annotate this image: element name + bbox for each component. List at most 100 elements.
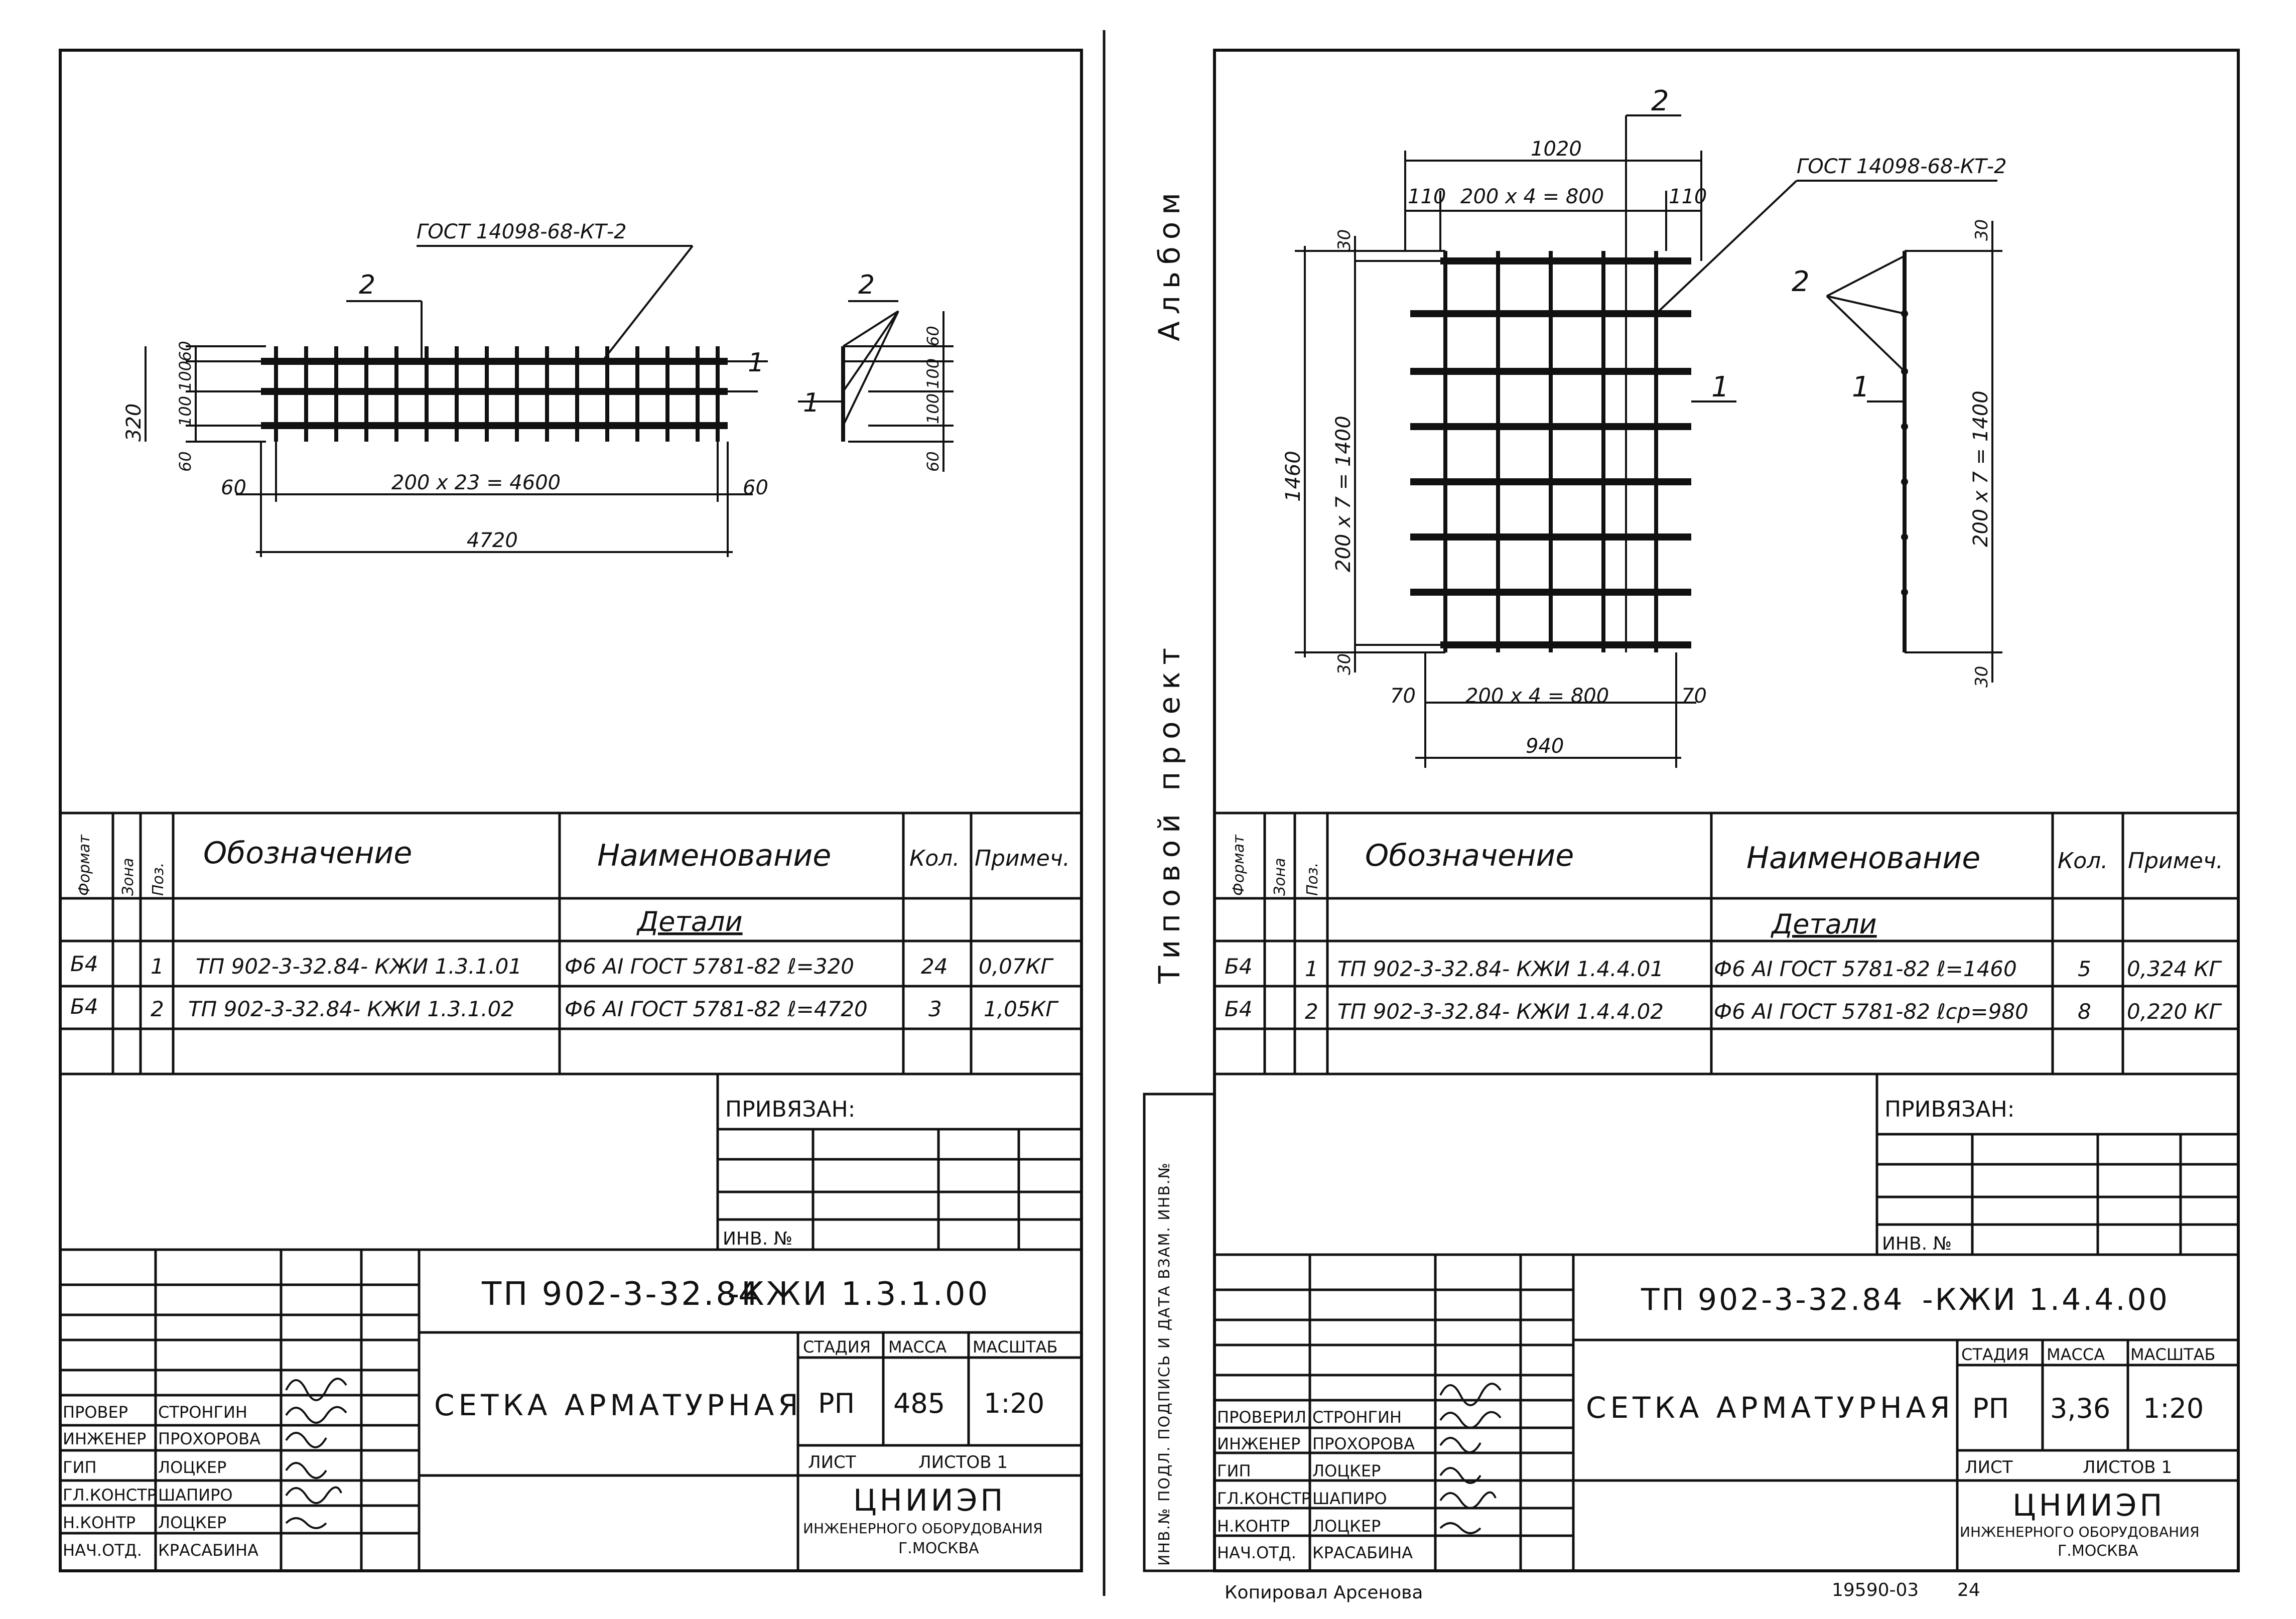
- left-pos1-label: 1: [748, 348, 764, 378]
- signatures: [285, 1378, 1502, 1534]
- right-dim-70b: 70: [1681, 685, 1707, 708]
- left-row2-name: Ф6 АI ГОСТ 5781-82 ℓ=4720: [565, 997, 868, 1021]
- right-code: ТП 902-3-32.84: [1641, 1282, 1905, 1317]
- right-mass-v: 3,36: [2050, 1393, 2110, 1424]
- right-spec-rows: Б4 1 ТП 902-3-32.84- КЖИ 1.4.4.01 Ф6 АI …: [1225, 954, 2222, 1024]
- right-person-name-4: ШАПИРО: [1312, 1489, 1387, 1508]
- left-person-role-2: ИНЖЕНЕР: [63, 1429, 146, 1448]
- right-row1-designation: ТП 902-3-32.84- КЖИ 1.4.4.01: [1337, 957, 1664, 981]
- left-dim-end60l: 60: [221, 476, 246, 499]
- right-dim-1020: 1020: [1531, 138, 1582, 161]
- left-spec-h-zone: Зона: [119, 858, 137, 896]
- right-spec-h-pos: Поз.: [1304, 863, 1321, 896]
- right-dim-span-top: 200 x 4 = 800: [1460, 185, 1604, 208]
- right-mass-h: МАССА: [2047, 1345, 2105, 1364]
- right-spec-h-note: Примеч.: [2128, 848, 2223, 874]
- right-city: Г.МОСКВА: [2058, 1542, 2138, 1560]
- left-code-suffix: -КЖИ 1.3.1.00: [728, 1276, 990, 1313]
- left-title: СЕТКА АРМАТУРНАЯ: [434, 1388, 802, 1422]
- right-frame: [1213, 49, 2240, 1572]
- right-sec-dim-60a: 60: [923, 326, 942, 346]
- right-pos1-label: 1: [1711, 371, 1729, 403]
- right-person-name-1: СТРОНГИН: [1312, 1408, 1402, 1427]
- right-dim-span-bot: 200 x 4 = 800: [1465, 685, 1609, 708]
- right-person-name-2: ПРОХОРОВА: [1312, 1434, 1415, 1453]
- left-city: Г.МОСКВА: [898, 1540, 979, 1557]
- right-dim-vspan: 200 x 7 = 1400: [1332, 416, 1355, 572]
- left-row2-format: Б4: [70, 994, 98, 1019]
- right-org: ЦНИИЭП: [2012, 1488, 2165, 1523]
- right-dim-110a: 110: [1408, 185, 1446, 208]
- right-sec-dim-t30: 30: [1972, 219, 1992, 241]
- left-person-name-6: КРАСАБИНА: [158, 1541, 258, 1560]
- right-row2-pos: 2: [1305, 999, 1318, 1024]
- left-people: ПРОВЕР СТРОНГИН ИНЖЕНЕР ПРОХОРОВА ГИП ЛО…: [63, 1403, 260, 1560]
- right-privyazan: ПРИВЯЗАН:: [1884, 1097, 2015, 1122]
- right-row1-pos: 1: [1305, 957, 1318, 981]
- left-person-name-3: ЛОЦКЕР: [158, 1458, 226, 1477]
- left-person-role-5: Н.КОНТР: [63, 1513, 136, 1532]
- right-row1-format: Б4: [1225, 954, 1253, 979]
- left-stage-h: СТАДИЯ: [803, 1337, 871, 1357]
- left-spec-h-qty: Кол.: [909, 846, 960, 871]
- left-row2-note: 1,05КГ: [984, 997, 1059, 1021]
- right-person-role-5: Н.КОНТР: [1217, 1517, 1290, 1536]
- right-mesh-drawing: [1295, 114, 2002, 768]
- left-row1-pos: 1: [151, 954, 164, 979]
- left-row1-name: Ф6 АI ГОСТ 5781-82 ℓ=320: [565, 954, 854, 979]
- right-row2-designation: ТП 902-3-32.84- КЖИ 1.4.4.02: [1337, 999, 1664, 1024]
- right-sec-dim-100a: 100: [923, 358, 942, 389]
- right-person-name-3: ЛОЦКЕР: [1312, 1461, 1381, 1480]
- left-spec-table-grid: [60, 812, 1082, 1571]
- right-spec-h-format: Формат: [1230, 834, 1248, 896]
- right-person-name-6: КРАСАБИНА: [1312, 1543, 1413, 1562]
- right-row1-name: Ф6 АI ГОСТ 5781-82 ℓ=1460: [1714, 957, 2017, 981]
- left-spec-h-pos: Поз.: [150, 863, 167, 896]
- left-pos2-side-label: 2: [858, 270, 875, 300]
- left-row2-pos: 2: [151, 997, 164, 1021]
- right-row2-note: 0,220 КГ: [2127, 999, 2222, 1024]
- right-scale-h: МАСШТАБ: [2130, 1345, 2215, 1364]
- left-dim-60a: 60: [176, 341, 195, 361]
- right-row1-note: 0,324 КГ: [2127, 957, 2222, 981]
- right-sec-dim-vspan: 200 x 7 = 1400: [1969, 390, 1992, 547]
- left-spec-section: Детали: [636, 906, 743, 937]
- left-row1-designation: ТП 902-3-32.84- КЖИ 1.3.1.01: [196, 954, 522, 979]
- left-stage-v: РП: [818, 1388, 855, 1419]
- left-row1-note: 0,07КГ: [979, 954, 1054, 979]
- right-org2: ИНЖЕНЕРНОГО ОБОРУДОВАНИЯ: [1960, 1524, 2200, 1540]
- left-inv-no: ИНВ. №: [723, 1229, 792, 1249]
- left-dim-100b: 100: [176, 396, 195, 427]
- right-person-role-6: НАЧ.ОТД.: [1217, 1543, 1296, 1562]
- right-code-suffix: -КЖИ 1.4.4.00: [1922, 1282, 2170, 1317]
- left-org: ЦНИИЭП: [853, 1483, 1006, 1518]
- right-scale-v: 1:20: [2143, 1393, 2204, 1424]
- left-sheets: ЛИСТОВ 1: [918, 1452, 1008, 1472]
- right-gost-label: ГОСТ 14098-68-КТ-2: [1797, 155, 2007, 178]
- left-spec-h-designation: Обозначение: [203, 836, 412, 871]
- left-spec-h-name: Наименование: [597, 838, 831, 873]
- right-dim-110b: 110: [1669, 185, 1707, 208]
- side-project-text: Типовой проект: [1152, 641, 1186, 984]
- right-row2-format: Б4: [1225, 997, 1253, 1021]
- right-spec-section: Детали: [1771, 908, 1877, 940]
- left-gost-label: ГОСТ 14098-68-КТ-2: [417, 220, 627, 243]
- left-sheet: ЛИСТ: [808, 1452, 856, 1472]
- left-person-name-2: ПРОХОРОВА: [158, 1429, 260, 1448]
- left-person-role-4: ГЛ.КОНСТР: [63, 1486, 157, 1505]
- left-dim-320: 320: [122, 403, 146, 442]
- footer-archive-no: 19590-03: [1832, 1580, 1919, 1600]
- right-spec-h-name: Наименование: [1746, 841, 1980, 876]
- right-sheet: ЛИСТ: [1965, 1457, 2013, 1477]
- right-pos1-side-label: 1: [1852, 371, 1870, 403]
- right-stage-h: СТАДИЯ: [1961, 1345, 2029, 1364]
- left-person-name-1: СТРОНГИН: [158, 1403, 247, 1422]
- left-person-name-4: ШАПИРО: [158, 1486, 233, 1505]
- left-mass-h: МАССА: [888, 1337, 947, 1357]
- right-sheets: ЛИСТОВ 1: [2083, 1457, 2172, 1477]
- left-mesh-drawing: [145, 245, 954, 557]
- right-row1-qty: 5: [2078, 957, 2091, 981]
- left-person-role-3: ГИП: [63, 1458, 97, 1477]
- left-spec-rows: Б4 1 ТП 902-3-32.84- КЖИ 1.3.1.01 Ф6 АI …: [70, 952, 1059, 1021]
- left-row2-designation: ТП 902-3-32.84- КЖИ 1.3.1.02: [188, 997, 514, 1021]
